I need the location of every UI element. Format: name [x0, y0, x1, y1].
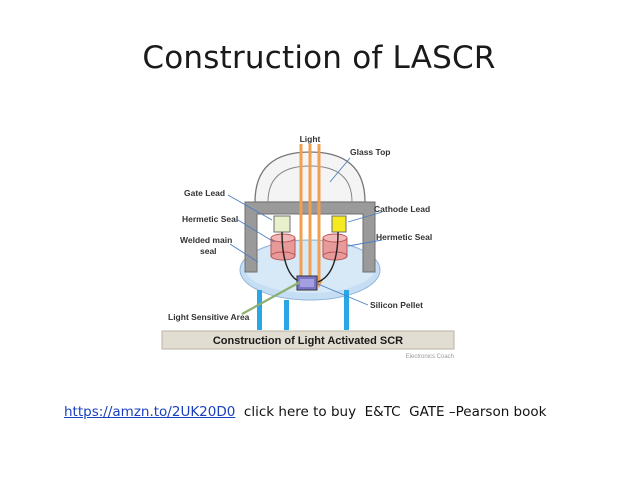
label-cathode-lead: Cathode Lead — [374, 204, 430, 214]
light-rays — [297, 144, 323, 288]
hermetic-seal-right-shape — [322, 233, 348, 261]
label-glass-top: Glass Top — [350, 147, 390, 157]
caption-bar — [161, 330, 455, 350]
lead-right — [344, 290, 349, 330]
diagram-caption: Construction of Light Activated SCR — [213, 335, 403, 347]
metal-housing — [244, 201, 376, 273]
lascr-construction-diagram: Light Glass Top Gate Lead Hermetic Seal … — [160, 124, 460, 364]
lead-left — [257, 290, 262, 330]
diagram-credit: Electronics Coach — [406, 354, 454, 360]
footer: https://amzn.to/2UK20D0 click here to bu… — [64, 404, 546, 420]
label-silicon-pellet: Silicon Pellet — [370, 300, 423, 310]
label-hermetic-seal-right: Hermetic Seal — [376, 232, 432, 242]
label-welded-main-seal-line2: seal — [200, 246, 217, 256]
slide-title: Construction of LASCR — [142, 40, 496, 76]
label-welded-main-seal-line1: Welded main — [180, 235, 232, 245]
purchase-link[interactable]: https://amzn.to/2UK20D0 — [64, 404, 236, 420]
gate-lead-block — [273, 215, 291, 233]
footer-text: click here to buy E&TC GATE –Pearson boo… — [235, 404, 547, 420]
label-hermetic-seal-left: Hermetic Seal — [182, 214, 238, 224]
label-light: Light — [300, 134, 321, 144]
label-light-sensitive-area: Light Sensitive Area — [168, 312, 250, 322]
label-gate-lead: Gate Lead — [184, 188, 225, 198]
lead-middle — [284, 300, 289, 330]
cathode-lead-block — [331, 215, 347, 233]
